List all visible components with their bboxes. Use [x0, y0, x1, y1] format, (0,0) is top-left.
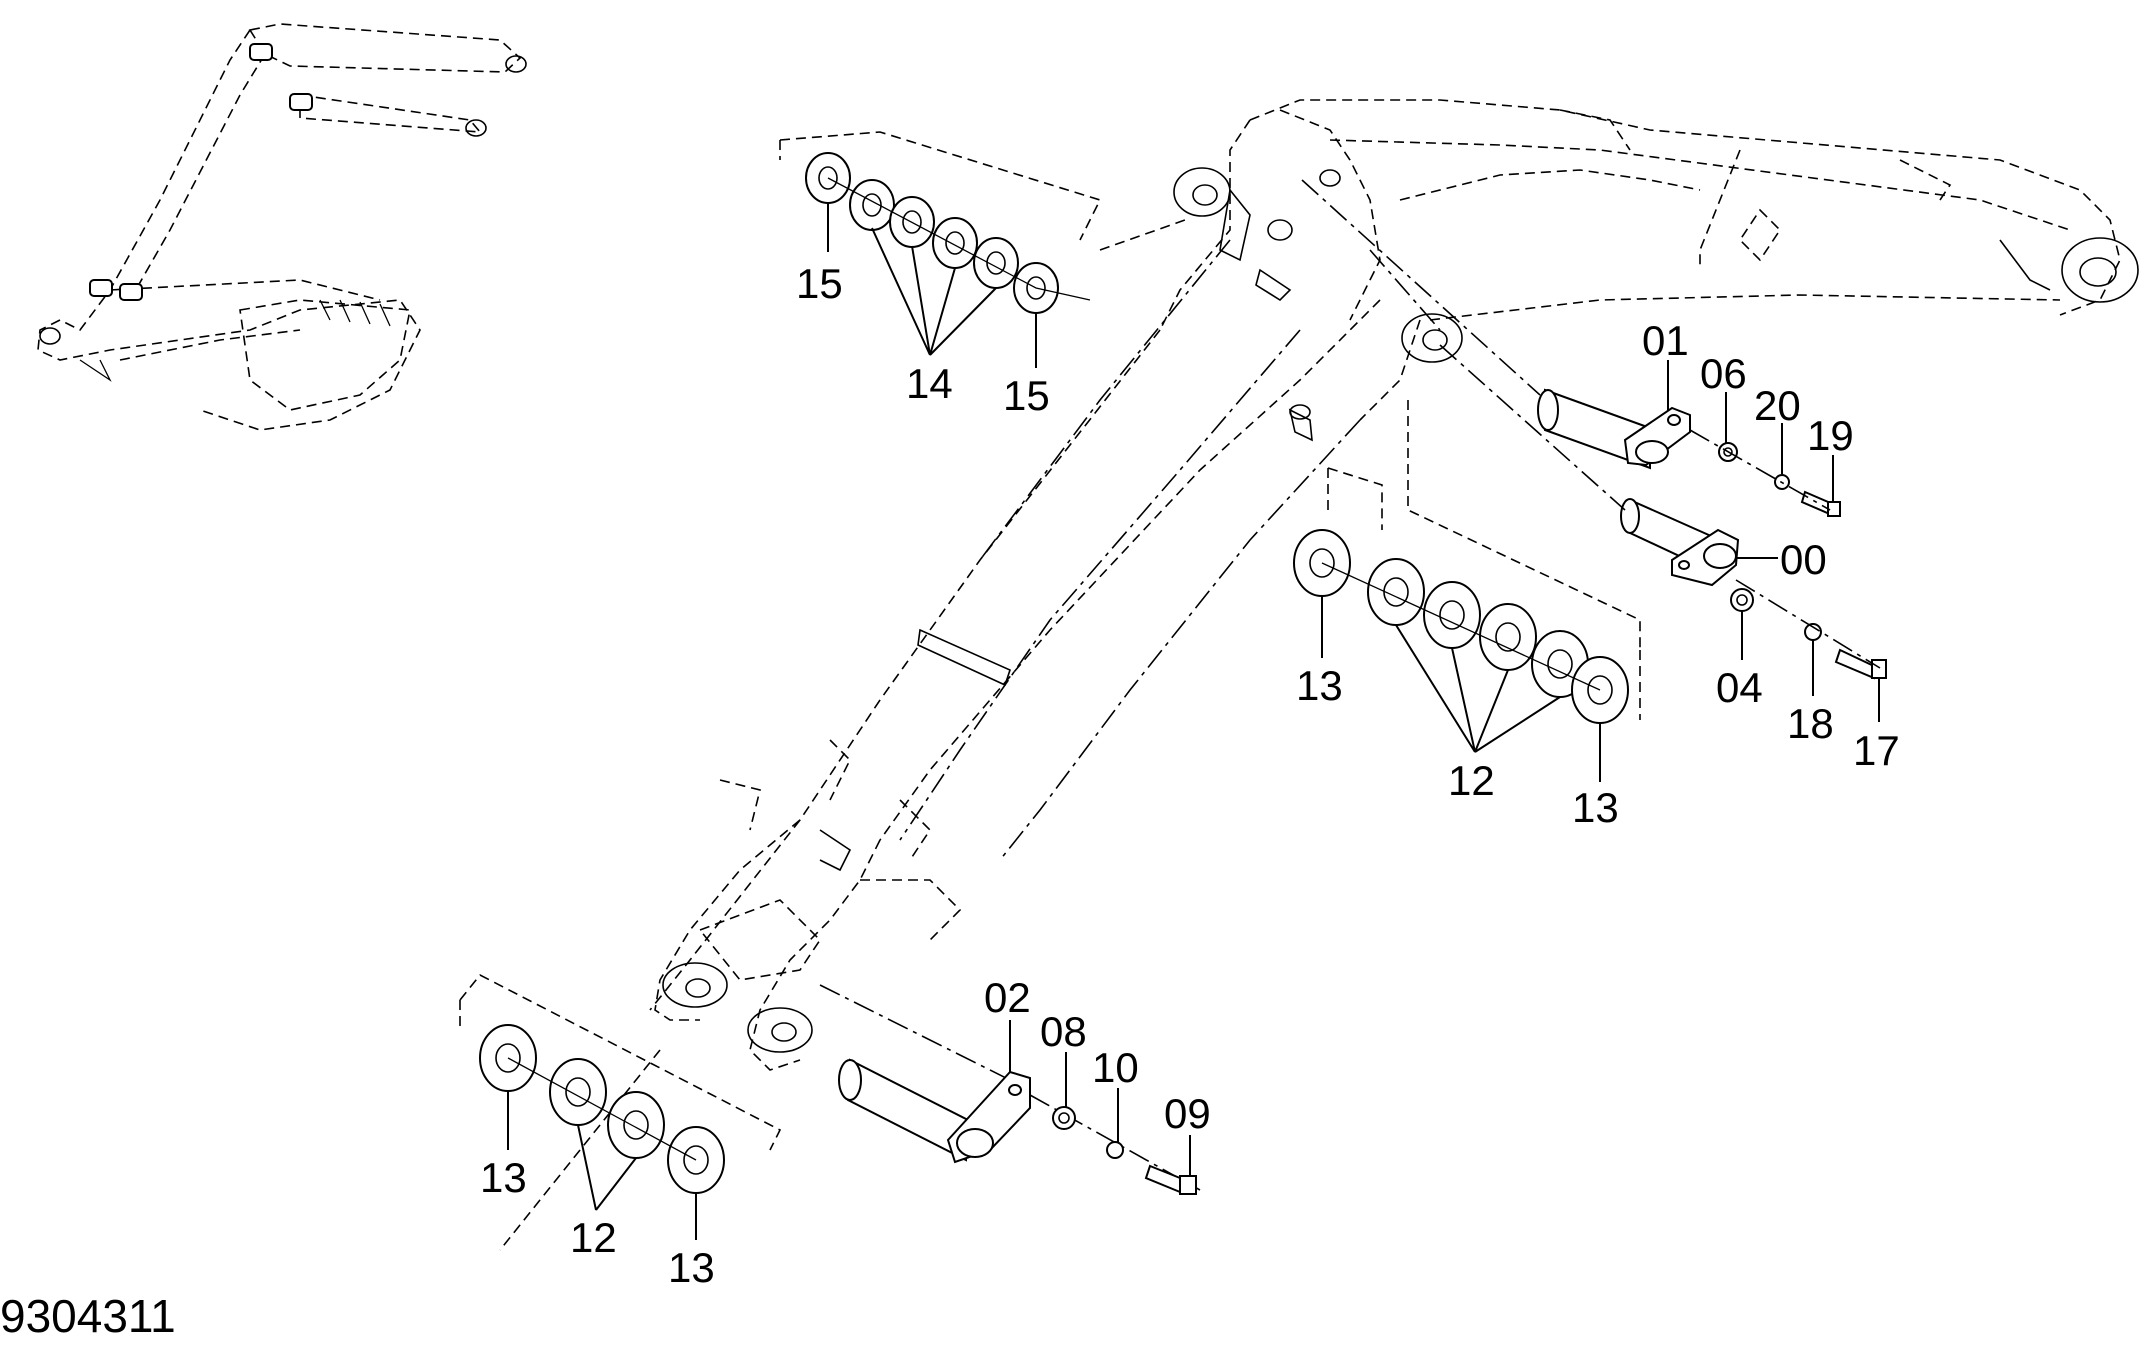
callout-12-lower: 12 — [570, 1214, 617, 1261]
shim-stack-lower — [459, 973, 782, 1251]
callout-13-lower-left: 13 — [480, 1154, 527, 1201]
callout-13-right-right: 13 — [1572, 784, 1619, 831]
callout-01: 01 — [1642, 317, 1689, 364]
callout-12-right: 12 — [1448, 757, 1495, 804]
callout-00: 00 — [1780, 536, 1827, 583]
callout-17: 17 — [1853, 727, 1900, 774]
document-number: 9304311 — [0, 1290, 176, 1342]
boom-outline — [649, 99, 2139, 1071]
callout-15-upper-left: 15 — [796, 260, 843, 307]
callout-09: 09 — [1164, 1090, 1211, 1137]
pin-assembly-upper — [1301, 179, 1887, 680]
shim-stack-upper — [779, 131, 1186, 314]
callout-18: 18 — [1787, 700, 1834, 747]
callout-14: 14 — [906, 360, 953, 407]
callout-19: 19 — [1807, 412, 1854, 459]
callout-04: 04 — [1716, 664, 1763, 711]
callout-13-right-left: 13 — [1296, 662, 1343, 709]
shim-stack-right — [1293, 400, 1641, 724]
callout-02: 02 — [984, 974, 1031, 1021]
callout-08: 08 — [1040, 1008, 1087, 1055]
callout-20: 20 — [1754, 382, 1801, 429]
callout-10: 10 — [1092, 1044, 1139, 1091]
leader-lines — [507, 203, 1880, 1240]
overview-thumbnail — [37, 23, 527, 431]
callout-13-lower-right: 13 — [668, 1244, 715, 1291]
callout-labels: 15 14 15 01 06 20 19 00 04 18 17 13 12 1… — [0, 260, 1900, 1342]
callout-06: 06 — [1700, 350, 1747, 397]
pin-assembly-lower — [819, 984, 1201, 1195]
callout-15-upper-right: 15 — [1003, 372, 1050, 419]
